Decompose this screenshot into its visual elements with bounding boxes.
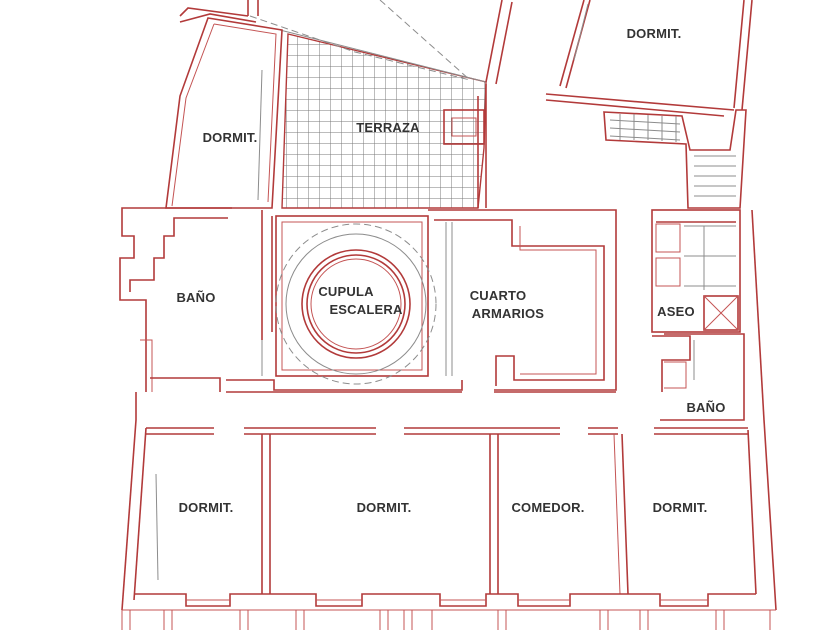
label-dormit-bottom-2: DORMIT. [357, 500, 412, 515]
label-dormit-bottom-1: DORMIT. [179, 500, 234, 515]
label-terraza: TERRAZA [356, 120, 420, 135]
label-escalera: ESCALERA [329, 302, 403, 317]
bathroom-left-wing [119, 207, 273, 392]
right-staircase [603, 109, 747, 209]
label-dormit-left: DORMIT. [203, 130, 258, 145]
corridor [135, 209, 765, 421]
label-comedor: COMEDOR. [511, 500, 584, 515]
skylight-outline [249, 0, 487, 83]
label-cupula: CUPULA [318, 284, 374, 299]
label-bano-left: BAÑO [176, 290, 215, 305]
bedroom-left-wing [165, 17, 283, 209]
wardrobe-room [428, 209, 617, 391]
label-armarios: ARMARIOS [472, 306, 545, 321]
room-labels: DORMIT. DORMIT. TERRAZA BAÑO CUPULA ESCA… [176, 26, 725, 515]
label-dormit-top-right: DORMIT. [627, 26, 682, 41]
terrace-chimney [443, 84, 487, 208]
top-vestibule [179, 0, 259, 23]
label-aseo: ASEO [657, 304, 695, 319]
dome-stair-room [261, 215, 437, 385]
right-service-rooms [651, 209, 745, 421]
facade [121, 593, 776, 630]
bedroom-top-right [485, 0, 753, 117]
bottom-rooms [121, 419, 777, 611]
label-bano-right: BAÑO [686, 400, 725, 415]
label-cuarto: CUARTO [470, 288, 527, 303]
label-dormit-bottom-4: DORMIT. [653, 500, 708, 515]
